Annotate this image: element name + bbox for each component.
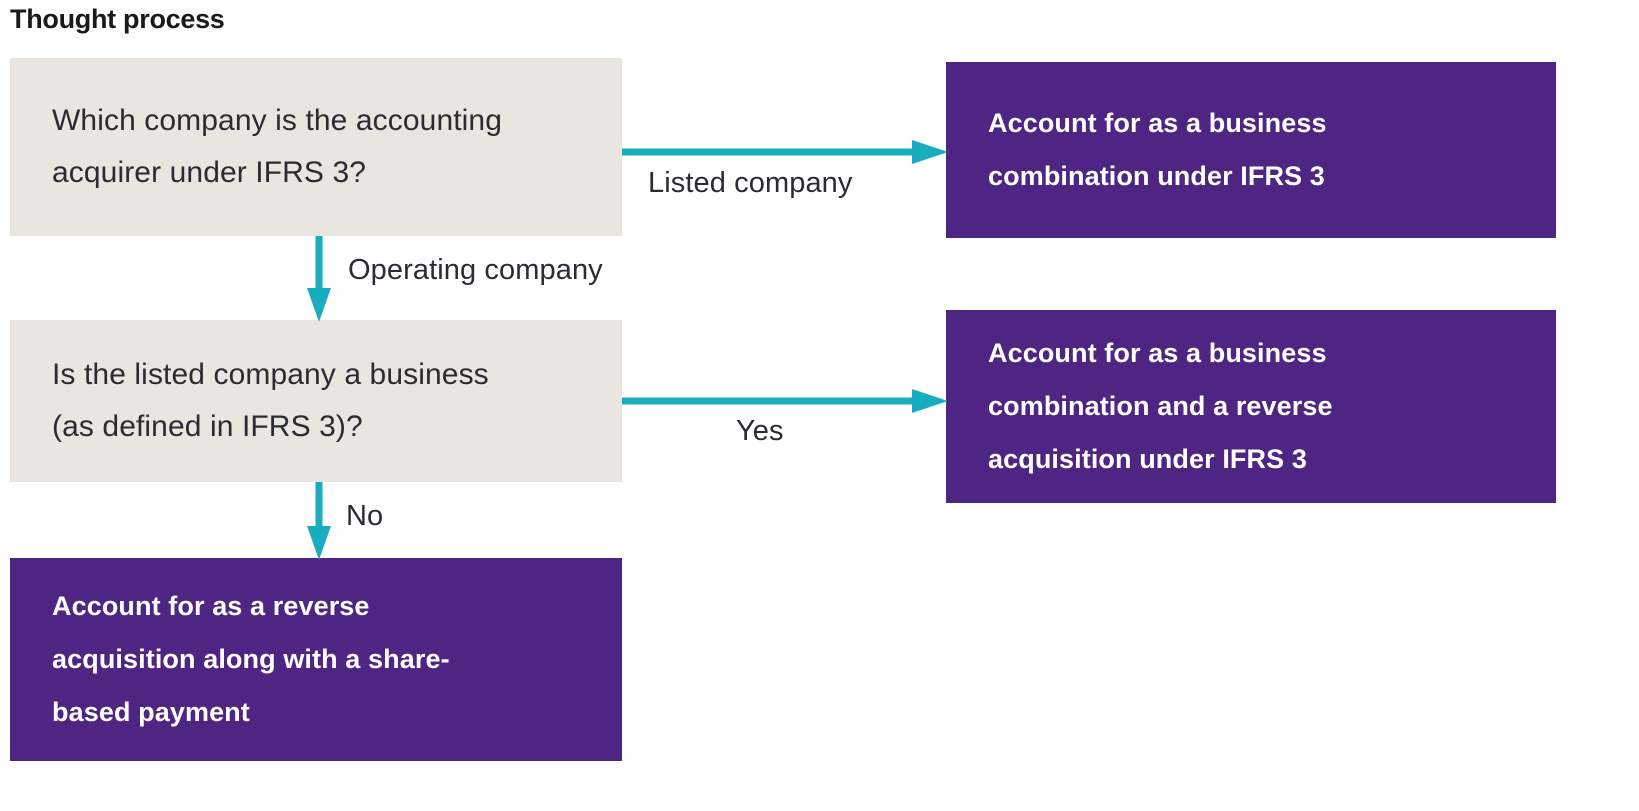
- flow-arrow-no: [306, 482, 332, 560]
- node-text-line: Which company is the accounting: [52, 104, 502, 137]
- flow-node-outcome-reverse-acquisition-share-based-payment: Account for as a reverse acquisition alo…: [10, 558, 622, 761]
- node-text-line: combination under IFRS 3: [988, 161, 1325, 191]
- node-text-line: Is the listed company a business: [52, 358, 489, 391]
- flow-edge-label-listed-company: Listed company: [648, 167, 853, 199]
- flow-node-question-listed-company-business: Is the listed company a business (as def…: [10, 320, 622, 482]
- flow-arrow-operating-company: [306, 236, 332, 322]
- node-text-line: combination and a reverse: [988, 391, 1333, 421]
- flow-edge-label-operating-company: Operating company: [348, 254, 603, 286]
- flow-edge-label-yes: Yes: [736, 415, 784, 447]
- flow-node-outcome-business-combination: Account for as a business combination un…: [946, 62, 1556, 238]
- node-text-line: Account for as a reverse: [52, 591, 370, 621]
- node-text-line: Account for as a business: [988, 338, 1327, 368]
- page-title: Thought process: [10, 4, 225, 34]
- flow-edge-label-no: No: [346, 500, 384, 532]
- node-text-line: based payment: [52, 697, 250, 727]
- node-text-line: acquirer under IFRS 3?: [52, 156, 367, 189]
- node-text-line: acquisition under IFRS 3: [988, 444, 1307, 474]
- node-text-line: Account for as a business: [988, 108, 1327, 138]
- flow-node-question-accounting-acquirer: Which company is the accounting acquirer…: [10, 58, 622, 236]
- flow-arrow-listed-company: [622, 140, 948, 164]
- flow-arrow-yes: [622, 389, 948, 413]
- node-text-line: acquisition along with a share-: [52, 644, 450, 674]
- node-text-line: (as defined in IFRS 3)?: [52, 410, 363, 443]
- flow-node-outcome-business-combination-reverse-acquisition: Account for as a business combination an…: [946, 310, 1556, 503]
